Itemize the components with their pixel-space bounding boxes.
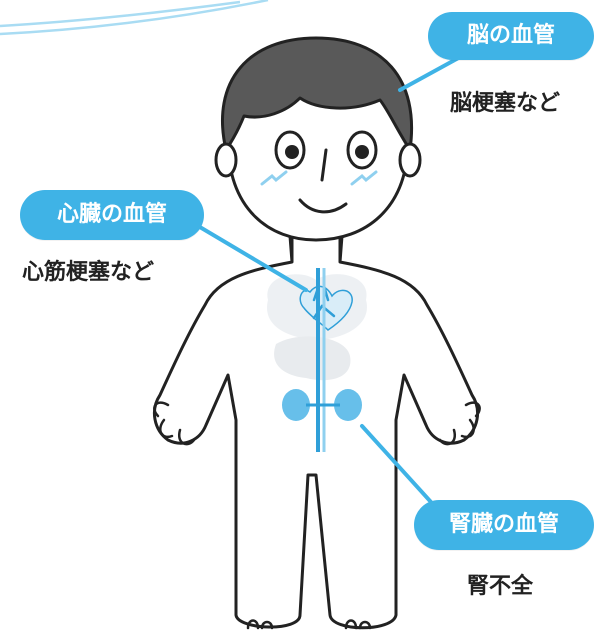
heart-vessel-bubble: 心臓の血管	[20, 190, 204, 240]
kidney-condition-text: 腎不全	[467, 574, 534, 599]
heart-pointer	[186, 218, 308, 292]
left-kidney	[282, 389, 310, 421]
right-ear	[398, 142, 422, 178]
head	[214, 36, 422, 242]
right-kidney	[334, 389, 362, 421]
stomach-area	[274, 336, 351, 381]
decorative-wave-lines	[0, 0, 269, 36]
left-hand	[153, 401, 196, 446]
right-hand	[438, 401, 481, 446]
brain-pointer	[398, 54, 464, 92]
nose	[320, 148, 328, 182]
eyes	[274, 130, 378, 170]
brain-vessel-bubble: 脳の血管	[428, 12, 594, 60]
brain-condition-text: 脳梗塞など	[450, 91, 561, 116]
cheek-marks	[260, 170, 378, 186]
pointer-lines	[186, 54, 464, 514]
kidney-pointer	[360, 424, 442, 514]
organs	[267, 268, 367, 452]
hair	[220, 36, 413, 152]
heart-condition-text: 心筋梗塞など	[22, 260, 155, 285]
feet	[246, 619, 372, 630]
kidney-vessel-bubble: 腎臓の血管	[414, 500, 594, 550]
mouth	[298, 198, 348, 214]
left-ear	[214, 142, 238, 178]
